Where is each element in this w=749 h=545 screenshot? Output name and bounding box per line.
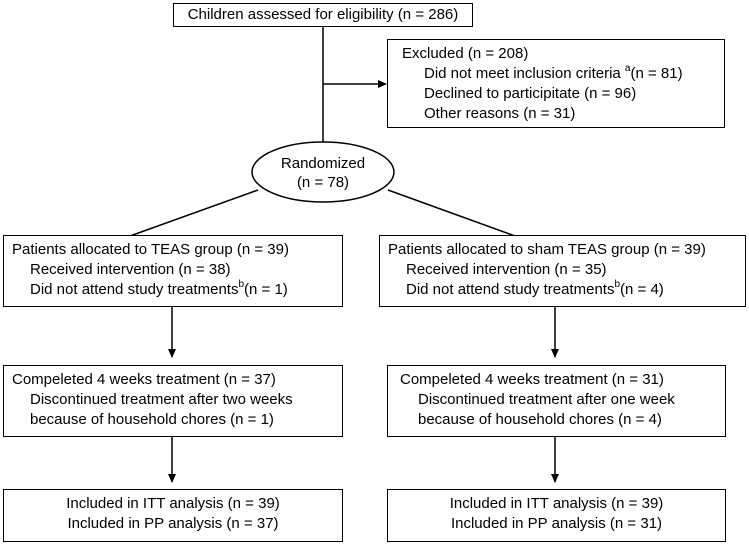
- excluded-item-other: Other reasons (n = 31): [424, 105, 576, 122]
- left-comp-reason: because of household chores (n = 1): [30, 411, 274, 428]
- randomized-label: Randomized (n = 78): [253, 154, 393, 192]
- left-alloc-notattend: Did not attend study treatmentsb(n = 1): [30, 280, 288, 300]
- right-pp: Included in PP analysis (n = 31): [450, 515, 663, 532]
- assessed-text: Children assessed for eligibility (n = 2…: [187, 6, 459, 23]
- footnote-b: b: [238, 279, 245, 290]
- right-alloc-notattend-text: Did not attend study treatments: [406, 281, 615, 298]
- left-alloc-notattend-text: Did not attend study treatments: [30, 281, 239, 298]
- footnote-b: b: [614, 279, 621, 290]
- assessed-box: Children assessed for eligibility (n = 2…: [173, 3, 473, 27]
- right-branch-line: [387, 189, 516, 237]
- excluded-item-criteria-text: Did not meet inclusion criteria: [424, 65, 625, 82]
- excluded-box: Excluded (n = 208) Did not meet inclusio…: [387, 39, 725, 128]
- right-allocation-box: Patients allocated to sham TEAS group (n…: [379, 235, 746, 307]
- right-completed-box: Compeleted 4 weeks treatment (n = 31) Di…: [387, 365, 726, 437]
- excluded-item-criteria-count: (n = 81): [630, 65, 683, 82]
- excluded-title: Excluded (n = 208): [402, 45, 529, 62]
- right-comp-discontinued: Discontinued treatment after one week: [418, 391, 675, 408]
- left-pp: Included in PP analysis (n = 37): [67, 515, 279, 532]
- left-alloc-received: Received intervention (n = 38): [30, 261, 231, 278]
- left-allocation-box: Patients allocated to TEAS group (n = 39…: [3, 235, 343, 307]
- left-analysis-box: Included in ITT analysis (n = 39) Includ…: [3, 489, 343, 542]
- right-itt: Included in ITT analysis (n = 39): [449, 495, 664, 512]
- right-alloc-notattend-count: (n = 4): [620, 281, 664, 298]
- right-alloc-received: Received intervention (n = 35): [406, 261, 607, 278]
- randomized-count: (n = 78): [296, 174, 350, 191]
- footnote-a: a: [624, 63, 631, 74]
- left-itt: Included in ITT analysis (n = 39): [66, 495, 280, 512]
- left-completed-box: Compeleted 4 weeks treatment (n = 37) Di…: [3, 365, 343, 437]
- excluded-item-declined: Declined to participitate (n = 96): [424, 85, 637, 102]
- excluded-item-criteria: Did not meet inclusion criteria a(n = 81…: [424, 64, 683, 84]
- left-comp-discontinued: Discontinued treatment after two weeks: [30, 391, 293, 408]
- left-comp-title: Compeleted 4 weeks treatment (n = 37): [12, 371, 276, 388]
- randomized-ellipse: [251, 141, 395, 203]
- right-comp-reason: because of household chores (n = 4): [418, 411, 662, 428]
- right-analysis-box: Included in ITT analysis (n = 39) Includ…: [387, 489, 726, 542]
- left-branch-line: [129, 189, 259, 237]
- left-alloc-notattend-count: (n = 1): [244, 281, 288, 298]
- randomized-title: Randomized: [280, 155, 366, 172]
- right-alloc-notattend: Did not attend study treatmentsb(n = 4): [406, 280, 664, 300]
- right-comp-title: Compeleted 4 weeks treatment (n = 31): [400, 371, 664, 388]
- left-alloc-title: Patients allocated to TEAS group (n = 39…: [12, 241, 289, 258]
- right-alloc-title: Patients allocated to sham TEAS group (n…: [388, 241, 706, 258]
